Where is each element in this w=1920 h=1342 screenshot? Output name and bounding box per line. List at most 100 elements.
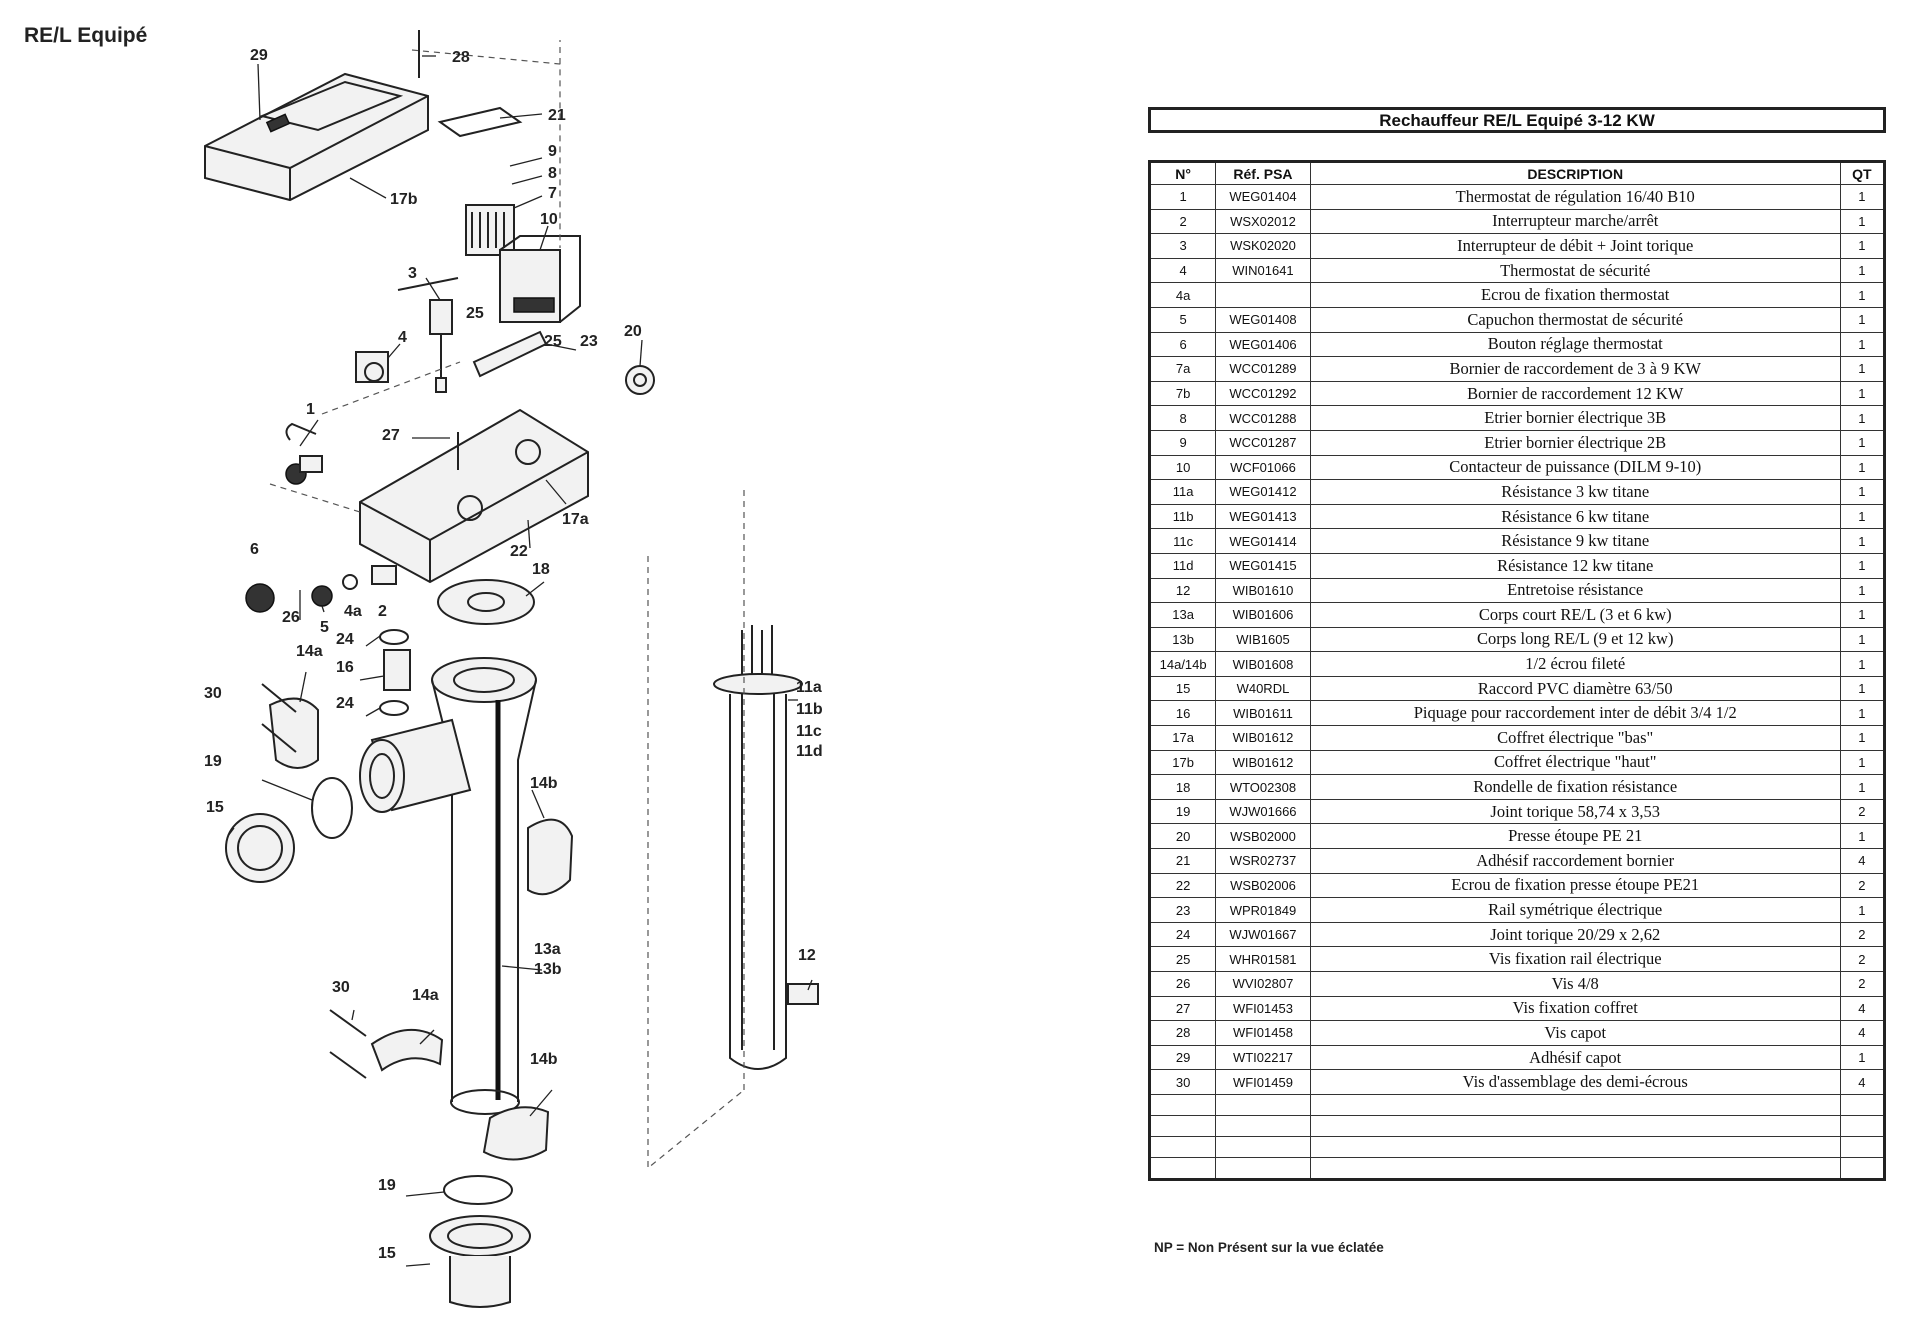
callout-23: 23: [580, 333, 598, 350]
empty-cell: [1839, 1135, 1886, 1158]
cell-description: Rondelle de fixation résistance: [1309, 774, 1841, 800]
cell-reference: WIB01611: [1215, 700, 1311, 727]
callout-26: 26: [282, 609, 300, 626]
cell-description: Résistance 9 kw titane: [1309, 528, 1841, 554]
callout-14b-lower: 14b: [530, 1051, 558, 1068]
empty-cell: [1839, 1093, 1886, 1116]
callout-1: 1: [306, 401, 315, 418]
callout-24-a: 24: [336, 631, 354, 648]
o-ring-24-top: [379, 629, 409, 645]
electrical-box-17a: [359, 408, 589, 584]
cell-number: 13b: [1148, 626, 1217, 653]
callout-9: 9: [548, 143, 557, 160]
cell-quantity: 1: [1839, 503, 1886, 530]
cell-description: Vis 4/8: [1309, 971, 1841, 997]
cell-number: 25: [1148, 946, 1217, 972]
cell-description: Coffret électrique "haut": [1309, 749, 1841, 776]
cell-number: 19: [1148, 798, 1217, 825]
cell-number: 10: [1148, 454, 1217, 481]
flow-switch-3: [397, 277, 459, 393]
cell-quantity: 4: [1839, 995, 1886, 1022]
screws-30-lower: [329, 1009, 367, 1079]
contactor-10: [499, 235, 581, 323]
cell-number: 27: [1148, 995, 1217, 1022]
cell-number: 9: [1148, 429, 1217, 456]
cell-description: Thermostat de régulation 16/40 B10: [1309, 184, 1841, 210]
half-nut-14b-upper: [527, 818, 574, 896]
cell-quantity: 1: [1839, 479, 1886, 505]
empty-cell: [1148, 1135, 1217, 1158]
empty-table-row: [1148, 1135, 1886, 1158]
cell-quantity: 1: [1839, 897, 1886, 923]
cell-description: Capuchon thermostat de sécurité: [1309, 306, 1841, 333]
assembly-line-2: [647, 490, 745, 1170]
assembly-line-1: [411, 40, 561, 248]
callout-5: 5: [320, 619, 329, 636]
empty-cell: [1148, 1156, 1217, 1180]
cell-description: Ecrou de fixation thermostat: [1309, 282, 1841, 308]
nut-4a: [342, 574, 358, 590]
callout-11c: 11c: [796, 723, 822, 740]
cell-quantity: 1: [1839, 405, 1886, 431]
header-description: DESCRIPTION: [1309, 161, 1841, 185]
callout-30-upper: 30: [204, 685, 222, 702]
callout-6: 6: [250, 541, 259, 558]
cell-reference: WFI01459: [1215, 1069, 1311, 1095]
cell-number: 29: [1148, 1044, 1217, 1071]
callout-14b-upper: 14b: [530, 775, 558, 792]
washer-18: [437, 579, 535, 625]
table-title: Rechauffeur RE/L Equipé 3-12 KW: [1148, 107, 1886, 133]
cell-number: 16: [1148, 700, 1217, 727]
header-num: N°: [1148, 161, 1217, 185]
cell-reference: WHR01581: [1215, 946, 1311, 972]
callout-2: 2: [378, 603, 387, 620]
cell-description: Adhésif raccordement bornier: [1309, 848, 1841, 874]
cell-quantity: 1: [1839, 282, 1886, 308]
cell-reference: WEG01408: [1215, 306, 1311, 333]
empty-table-row: [1148, 1114, 1886, 1137]
callout-17b: 17b: [390, 191, 418, 208]
empty-cell: [1839, 1114, 1886, 1137]
cell-description: Piquage pour raccordement inter de débit…: [1309, 700, 1841, 727]
empty-cell: [1148, 1114, 1217, 1137]
cell-reference: WCC01292: [1215, 380, 1311, 407]
cell-quantity: 1: [1839, 184, 1886, 210]
cell-number: 17b: [1148, 749, 1217, 776]
regulation-thermostat-1: [285, 422, 323, 485]
empty-cell: [1309, 1093, 1841, 1116]
empty-table-row: [1148, 1156, 1886, 1180]
half-nut-14b-lower: [482, 1106, 550, 1161]
cell-reference: WIN01641: [1215, 257, 1311, 284]
cell-reference: WCC01289: [1215, 356, 1311, 382]
knob-6: [245, 583, 275, 613]
empty-cell: [1309, 1156, 1841, 1180]
cell-reference: WEG01406: [1215, 331, 1311, 358]
cell-reference: W40RDL: [1215, 675, 1311, 702]
callout-27: 27: [382, 427, 400, 444]
callout-19-upper: 19: [204, 753, 222, 770]
callout-13a: 13a: [534, 941, 561, 958]
callout-22: 22: [510, 543, 528, 560]
cell-quantity: 1: [1839, 257, 1886, 284]
cell-reference: WEG01404: [1215, 184, 1311, 210]
cell-quantity: 1: [1839, 356, 1886, 382]
cell-number: 13a: [1148, 602, 1217, 628]
o-ring-19-lower: [443, 1175, 513, 1205]
cell-quantity: 1: [1839, 306, 1886, 333]
cell-description: Bornier de raccordement de 3 à 9 KW: [1309, 356, 1841, 382]
cell-description: Résistance 6 kw titane: [1309, 503, 1841, 530]
cell-quantity: 1: [1839, 651, 1886, 677]
cell-description: Contacteur de puissance (DILM 9-10): [1309, 454, 1841, 481]
cell-reference: WIB01612: [1215, 749, 1311, 776]
